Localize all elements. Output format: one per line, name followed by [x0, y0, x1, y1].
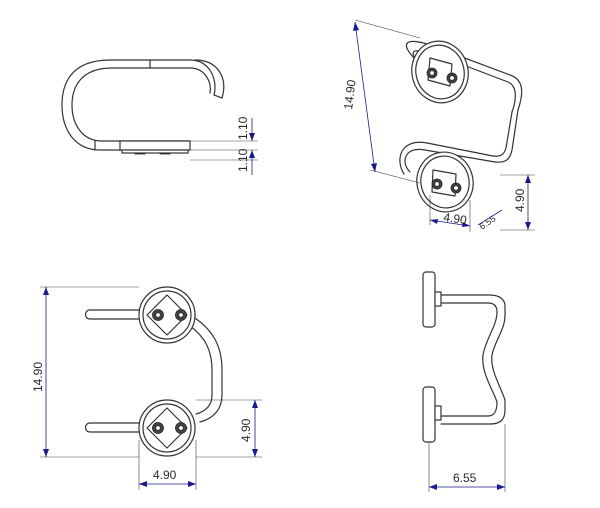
- dim-front-small-height: 4.90: [239, 418, 253, 442]
- dim-end-width: 6.55: [453, 471, 477, 485]
- dim-iso-small-height: 4.90: [513, 188, 527, 212]
- side-view-dimensions: 1.10 1.10: [190, 116, 258, 175]
- dim-iso-offset: 6.55: [477, 213, 497, 231]
- dim-side-lower: 1.10: [236, 148, 250, 172]
- side-view: [61, 59, 225, 155]
- dim-iso-small-width: 4.90: [443, 210, 468, 227]
- dim-front-width: 4.90: [153, 468, 177, 482]
- end-view-dimensions: 6.55: [428, 424, 506, 492]
- front-view-dimensions: 14.90 4.90 4.90: [31, 286, 262, 490]
- dim-side-upper: 1.10: [236, 116, 250, 140]
- end-view: [422, 271, 506, 443]
- dim-iso-height: 14.90: [341, 79, 359, 111]
- front-view: [84, 286, 223, 457]
- isometric-view: [399, 40, 523, 213]
- isometric-dimensions: 14.90 4.90 4.90 6.55: [341, 19, 535, 232]
- dim-front-height: 14.90: [31, 362, 45, 392]
